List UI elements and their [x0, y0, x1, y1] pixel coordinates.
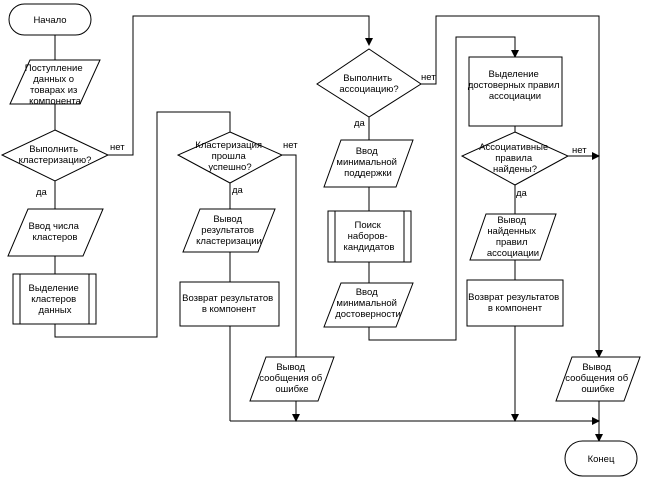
output-found-rules-label: Вывод найденных правил ассоциации	[487, 215, 539, 259]
edge-label-assoc-no: нет	[421, 72, 436, 83]
output-cluster-results-label: Вывод результатов кластеризации	[196, 214, 262, 247]
decision-rules-found	[460, 131, 570, 186]
process-return-results-1-label: Возврат результатов в компонент	[182, 293, 276, 315]
edge-label-cluster-no: нет	[110, 142, 125, 153]
process-return-results-2	[466, 279, 564, 327]
process-find-candidates	[327, 210, 412, 263]
decision-cluster	[0, 129, 110, 182]
process-find-candidates-label: Поиск наборов- кандидатов	[344, 220, 395, 253]
process-return-results-1	[179, 281, 280, 327]
input-goods-data	[9, 59, 101, 105]
output-error-2	[555, 356, 641, 402]
connectors	[54, 15, 603, 442]
edge-label-assoc-yes: да	[354, 118, 366, 129]
edge-label-rules-no: нет	[572, 145, 587, 156]
edge-label-cluster-ok-no: нет	[283, 140, 298, 151]
output-error-1	[249, 356, 335, 402]
input-cluster-count	[7, 208, 104, 257]
input-min-support-label: Ввод минимальной поддержки	[336, 146, 399, 179]
edge-label-cluster-yes: да	[36, 187, 48, 198]
output-cluster-results	[182, 208, 276, 253]
output-error-1-label: Вывод сообщения об ошибке	[259, 362, 325, 395]
start-terminator	[8, 3, 92, 36]
input-min-confidence	[323, 282, 414, 328]
decision-rules-found-label: Ассоциативные правила найдены?	[479, 142, 551, 175]
decision-association	[316, 48, 422, 118]
input-goods-label: Поступление данных о товарах из компонен…	[25, 63, 86, 107]
decision-cluster-label: Выполнить кластеризацию?	[19, 144, 92, 166]
process-cluster-extraction	[12, 273, 97, 325]
start-label: Начало	[33, 15, 66, 26]
process-extract-rules-label: Выделение достоверных правил ассоциации	[468, 69, 562, 102]
edge-label-cluster-ok-yes: да	[232, 185, 244, 196]
process-cluster-extraction-label: Выделение кластеров данных	[29, 283, 82, 316]
output-error-2-label: Вывод сообщения об ошибке	[565, 362, 631, 395]
end-terminator	[564, 440, 638, 477]
process-return-results-2-label: Возврат результатов в компонент	[468, 292, 562, 314]
decision-association-label: Выполнить ассоциацию?	[339, 73, 398, 95]
input-cluster-count-label: Ввод числа кластеров	[28, 221, 81, 243]
decision-cluster-success-label: Кластеризация прошла успешно?	[195, 140, 264, 173]
edge-label-rules-yes: да	[516, 188, 528, 199]
input-min-support	[323, 139, 414, 188]
end-label: Конец	[588, 454, 615, 465]
output-found-rules	[469, 213, 557, 261]
input-min-confidence-label: Ввод минимальной достоверности	[335, 287, 401, 320]
process-extract-rules	[468, 56, 563, 127]
decision-cluster-success	[176, 131, 284, 184]
